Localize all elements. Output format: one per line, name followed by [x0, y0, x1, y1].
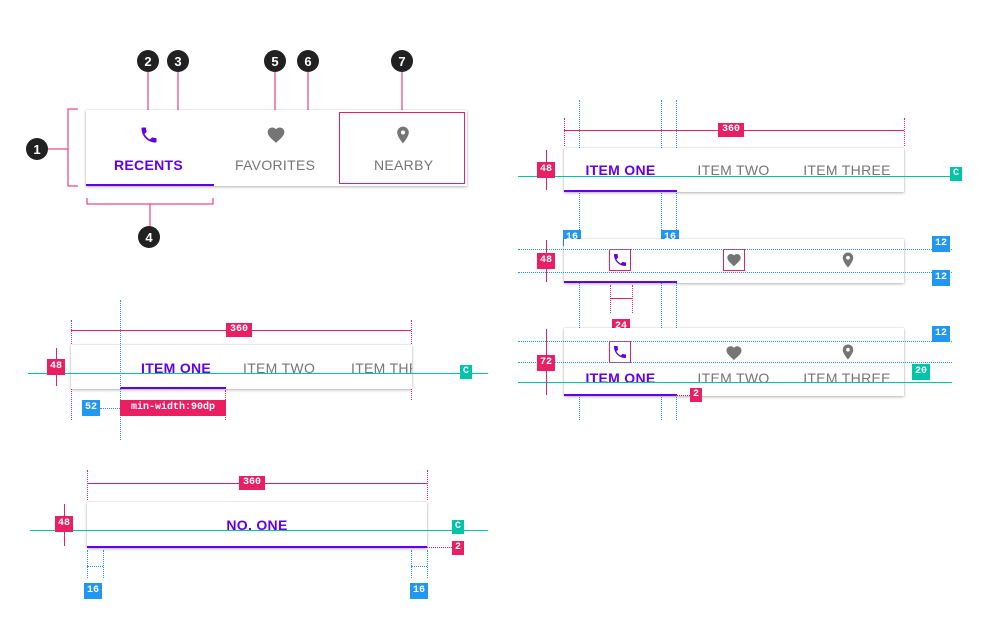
scroll-tab-one[interactable]: ITEM ONE: [141, 360, 212, 376]
single-width-360-label: 360: [239, 476, 265, 490]
icon-text-tab-three[interactable]: ITEM THREE: [803, 370, 891, 386]
callout-1: 1: [26, 138, 48, 160]
tab-nearby[interactable]: NEARBY: [374, 157, 434, 173]
center-c-label: C: [460, 365, 472, 379]
nearby-tab-highlight: [339, 112, 465, 184]
single-height-48-label: 48: [55, 516, 73, 532]
icon-height-48-label: 48: [537, 253, 555, 269]
heart-icon: [723, 342, 745, 364]
fixed-icon-active-indicator: [564, 281, 677, 283]
icon-text-indicator-2-label: 2: [690, 388, 702, 402]
scroll-active-indicator: [120, 387, 226, 389]
callout-5: 5: [264, 50, 286, 72]
location-pin-icon: [837, 341, 859, 363]
single-tab-label[interactable]: NO. ONE: [226, 517, 288, 533]
callout-7: 7: [391, 50, 413, 72]
fixed-width-360-label: 360: [718, 123, 744, 137]
height-48-label: 48: [47, 359, 65, 375]
icon-text-tab-one[interactable]: ITEM ONE: [585, 370, 656, 386]
single-indicator-2-label: 2: [452, 541, 464, 555]
pad-52-label: 52: [82, 400, 100, 416]
tab-recents[interactable]: RECENTS: [114, 157, 183, 173]
scrollable-tab-bar: ITEM ONE ITEM TWO ITEM THR: [71, 345, 412, 389]
icon-pad-12-top-label: 12: [932, 236, 950, 252]
callout-4: 4: [138, 226, 160, 248]
fixed-active-indicator: [564, 190, 677, 192]
icon-text-height-72-label: 72: [537, 355, 555, 371]
heart-icon: [265, 124, 287, 146]
callout-2: 2: [137, 50, 159, 72]
single-tab-bar: NO. ONE: [87, 502, 427, 548]
fixed-tab-three[interactable]: ITEM THREE: [803, 162, 891, 178]
icon-text-active-indicator: [564, 394, 677, 396]
icon-text-tab-two[interactable]: ITEM TWO: [697, 370, 770, 386]
fixed-icon-tab-bar: [564, 239, 904, 283]
fixed-center-c-label: C: [950, 167, 962, 181]
callout-6: 6: [297, 50, 319, 72]
fixed-text-tab-bar: ITEM ONE ITEM TWO ITEM THREE: [564, 148, 904, 192]
anatomy-tab-bar: RECENTS FAVORITES NEARBY: [86, 110, 467, 186]
heart-icon[interactable]: [723, 249, 745, 271]
single-center-c-label: C: [452, 520, 464, 534]
phone-icon: [138, 124, 160, 146]
single-active-indicator: [87, 546, 427, 548]
single-pad-16-left-label: 16: [84, 583, 102, 599]
single-pad-16-right-label: 16: [410, 583, 428, 599]
scroll-tab-three[interactable]: ITEM THR: [351, 360, 412, 376]
fixed-tab-two[interactable]: ITEM TWO: [697, 162, 770, 178]
phone-icon: [609, 341, 631, 363]
width-360-label: 360: [226, 323, 252, 337]
location-pin-icon: [392, 124, 414, 146]
baseline-20-label: 20: [912, 364, 930, 380]
tab-favorites[interactable]: FAVORITES: [235, 157, 316, 173]
scroll-tab-two[interactable]: ITEM TWO: [243, 360, 316, 376]
fixed-height-48-label: 48: [537, 162, 555, 178]
callout-3: 3: [167, 50, 189, 72]
fixed-tab-one[interactable]: ITEM ONE: [585, 162, 656, 178]
icon-pad-12-bottom-label: 12: [932, 270, 950, 286]
location-pin-icon[interactable]: [837, 249, 859, 271]
phone-icon[interactable]: [609, 249, 631, 271]
active-indicator: [86, 184, 214, 186]
icon-text-pad-12-label: 12: [932, 326, 950, 342]
min-width-label: min-width:90dp: [120, 400, 226, 416]
